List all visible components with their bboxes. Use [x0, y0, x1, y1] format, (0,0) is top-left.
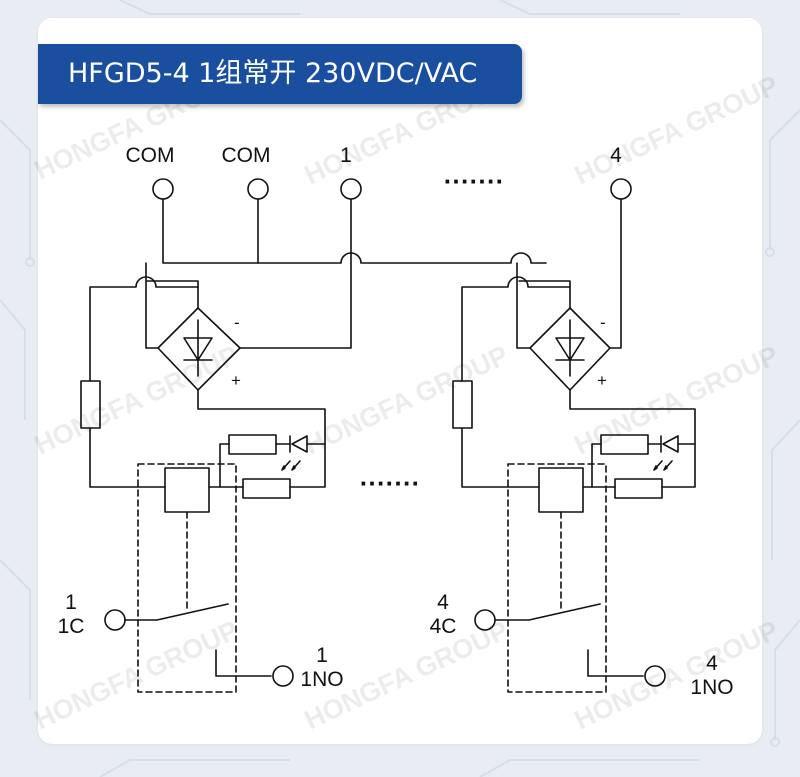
terminal-1 — [340, 178, 362, 200]
contact-4c-label: 4C — [430, 615, 457, 638]
terminal-1-label: 1 — [340, 144, 352, 167]
terminal-com-1-label: COM — [126, 144, 175, 167]
resistor-1b — [228, 434, 277, 455]
terminal-1-wire — [239, 198, 352, 349]
terminal-com-2 — [247, 178, 269, 200]
ellipsis-top: ······· — [444, 166, 505, 196]
plus-sign-4: + — [597, 371, 607, 390]
contact-1c-label: 1C — [58, 615, 85, 638]
relay-enclosure-4 — [507, 463, 607, 693]
terminal-com-1 — [152, 178, 174, 200]
com-bus-wire — [162, 198, 547, 264]
contact-1c — [104, 609, 126, 631]
watermark: HONGFA GROUP — [300, 340, 513, 461]
contact-4no-label: 1NO — [690, 676, 733, 699]
minus-sign-1: - — [234, 313, 240, 332]
contact-1no-number: 1 — [316, 644, 328, 667]
terminal-4-label: 4 — [610, 144, 622, 167]
relay-coil-4 — [538, 467, 584, 513]
resistor-1c — [242, 478, 291, 499]
plus-sign-1: + — [231, 371, 241, 390]
minus-sign-4: - — [600, 313, 606, 332]
ellipsis-middle: ······· — [360, 468, 421, 498]
relay-enclosure-1 — [137, 463, 237, 693]
watermark: HONGFA GROUP — [570, 615, 783, 736]
contact-4no-number: 4 — [706, 652, 718, 675]
contact-1c-number: 1 — [65, 591, 77, 614]
terminal-com-2-label: COM — [222, 144, 271, 167]
contact-4c-number: 4 — [437, 591, 449, 614]
led-4 — [660, 435, 679, 453]
title-banner: HFGD5-4 1组常开 230VDC/VAC — [38, 44, 522, 104]
resistor-4c — [614, 478, 663, 499]
page-title: HFGD5-4 1组常开 230VDC/VAC — [68, 58, 478, 89]
terminal-4-wire — [609, 198, 622, 349]
contact-1no — [272, 665, 294, 687]
watermark: HONGFA GROUP — [570, 340, 783, 461]
watermark: HONGFA GROUP — [570, 70, 783, 191]
diagram-card — [38, 18, 762, 744]
contact-4no — [644, 665, 666, 687]
contact-1no-label: 1NO — [300, 668, 343, 691]
relay-coil-1 — [164, 467, 210, 513]
led-1 — [289, 435, 308, 453]
terminal-4 — [610, 178, 632, 200]
watermark: HONGFA GROUP — [30, 340, 243, 461]
